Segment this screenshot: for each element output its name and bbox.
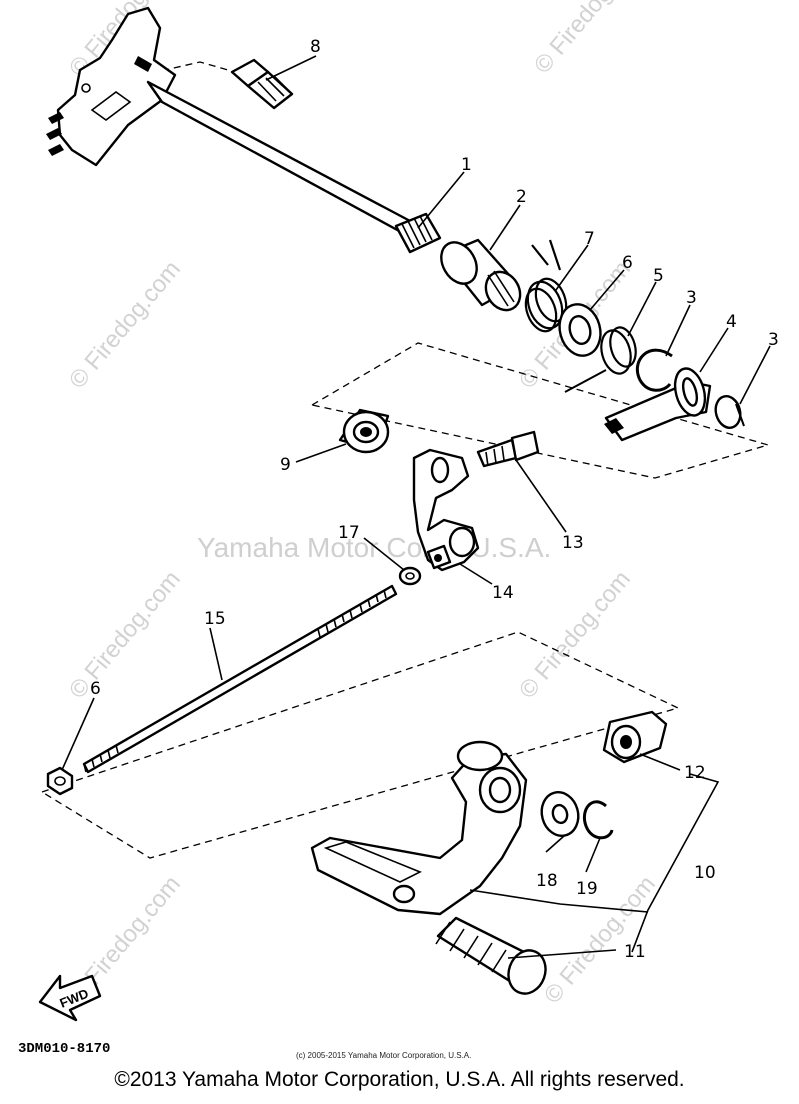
callout-17: 17 xyxy=(338,523,360,543)
callout-labels: 1 2 7 6 5 3 4 3 8 9 13 14 17 15 6 12 10 … xyxy=(90,37,779,962)
watermark-brand: © Firedog.com xyxy=(539,871,661,1009)
footer-copyright: ©2013 Yamaha Motor Corporation, U.S.A. A… xyxy=(114,1068,685,1091)
circlip-3-upper xyxy=(635,348,673,392)
assembly-outlines xyxy=(40,61,771,859)
pedal-rubber-11 xyxy=(435,916,547,995)
callout-13: 13 xyxy=(562,533,584,553)
circlip-19 xyxy=(583,800,614,840)
callout-5: 5 xyxy=(653,266,664,286)
spring-5 xyxy=(564,326,637,393)
watermark-center: Yamaha Motor Corp., U.S.A. xyxy=(197,532,551,563)
callout-4: 4 xyxy=(726,312,737,332)
nut-17 xyxy=(398,566,422,586)
bolt-13 xyxy=(476,430,540,468)
callout-7: 7 xyxy=(584,229,595,249)
callout-6: 6 xyxy=(622,253,633,273)
callout-19: 19 xyxy=(576,879,598,899)
callout-10: 10 xyxy=(694,863,716,883)
washer-18 xyxy=(540,791,580,837)
callout-1: 1 xyxy=(461,155,472,175)
collar-2 xyxy=(440,238,522,312)
diagram-code: 3DM010-8170 xyxy=(18,1041,110,1057)
callout-2: 2 xyxy=(516,187,527,207)
callout-12: 12 xyxy=(684,763,706,783)
bearing-9 xyxy=(338,408,390,454)
shift-pedal-10 xyxy=(310,740,528,916)
callout-15: 15 xyxy=(204,609,226,629)
nut-6 xyxy=(46,766,74,796)
callout-8: 8 xyxy=(310,37,321,57)
watermark-brand: © Firedog.com xyxy=(514,566,636,704)
callout-3-lower: 3 xyxy=(768,330,779,350)
torsion-spring-7 xyxy=(524,239,568,333)
callout-11: 11 xyxy=(624,942,646,962)
callout-6-nut: 6 xyxy=(90,679,101,699)
shift-arm-4 xyxy=(604,367,712,442)
washer-6 xyxy=(558,303,602,357)
bolt-8 xyxy=(230,58,294,110)
watermark-brand: © Firedog.com xyxy=(529,0,651,79)
small-copyright: (c) 2005-2015 Yamaha Motor Corporation, … xyxy=(296,1051,471,1060)
callout-9: 9 xyxy=(280,455,291,475)
callout-3-upper: 3 xyxy=(686,288,697,308)
callout-18: 18 xyxy=(536,871,558,891)
leader-lines xyxy=(61,55,771,959)
rod-end-12 xyxy=(602,710,668,764)
watermark-brand: © Firedog.com xyxy=(64,566,186,704)
shift-rod-15 xyxy=(82,584,398,774)
shift-shaft xyxy=(46,6,442,254)
watermark-brand: © Firedog.com xyxy=(64,256,186,394)
lever-clamp-14 xyxy=(412,448,480,572)
callout-14: 14 xyxy=(492,583,514,603)
circlip-3-lower xyxy=(714,395,745,429)
forward-arrow-icon: FWD xyxy=(38,974,102,1022)
